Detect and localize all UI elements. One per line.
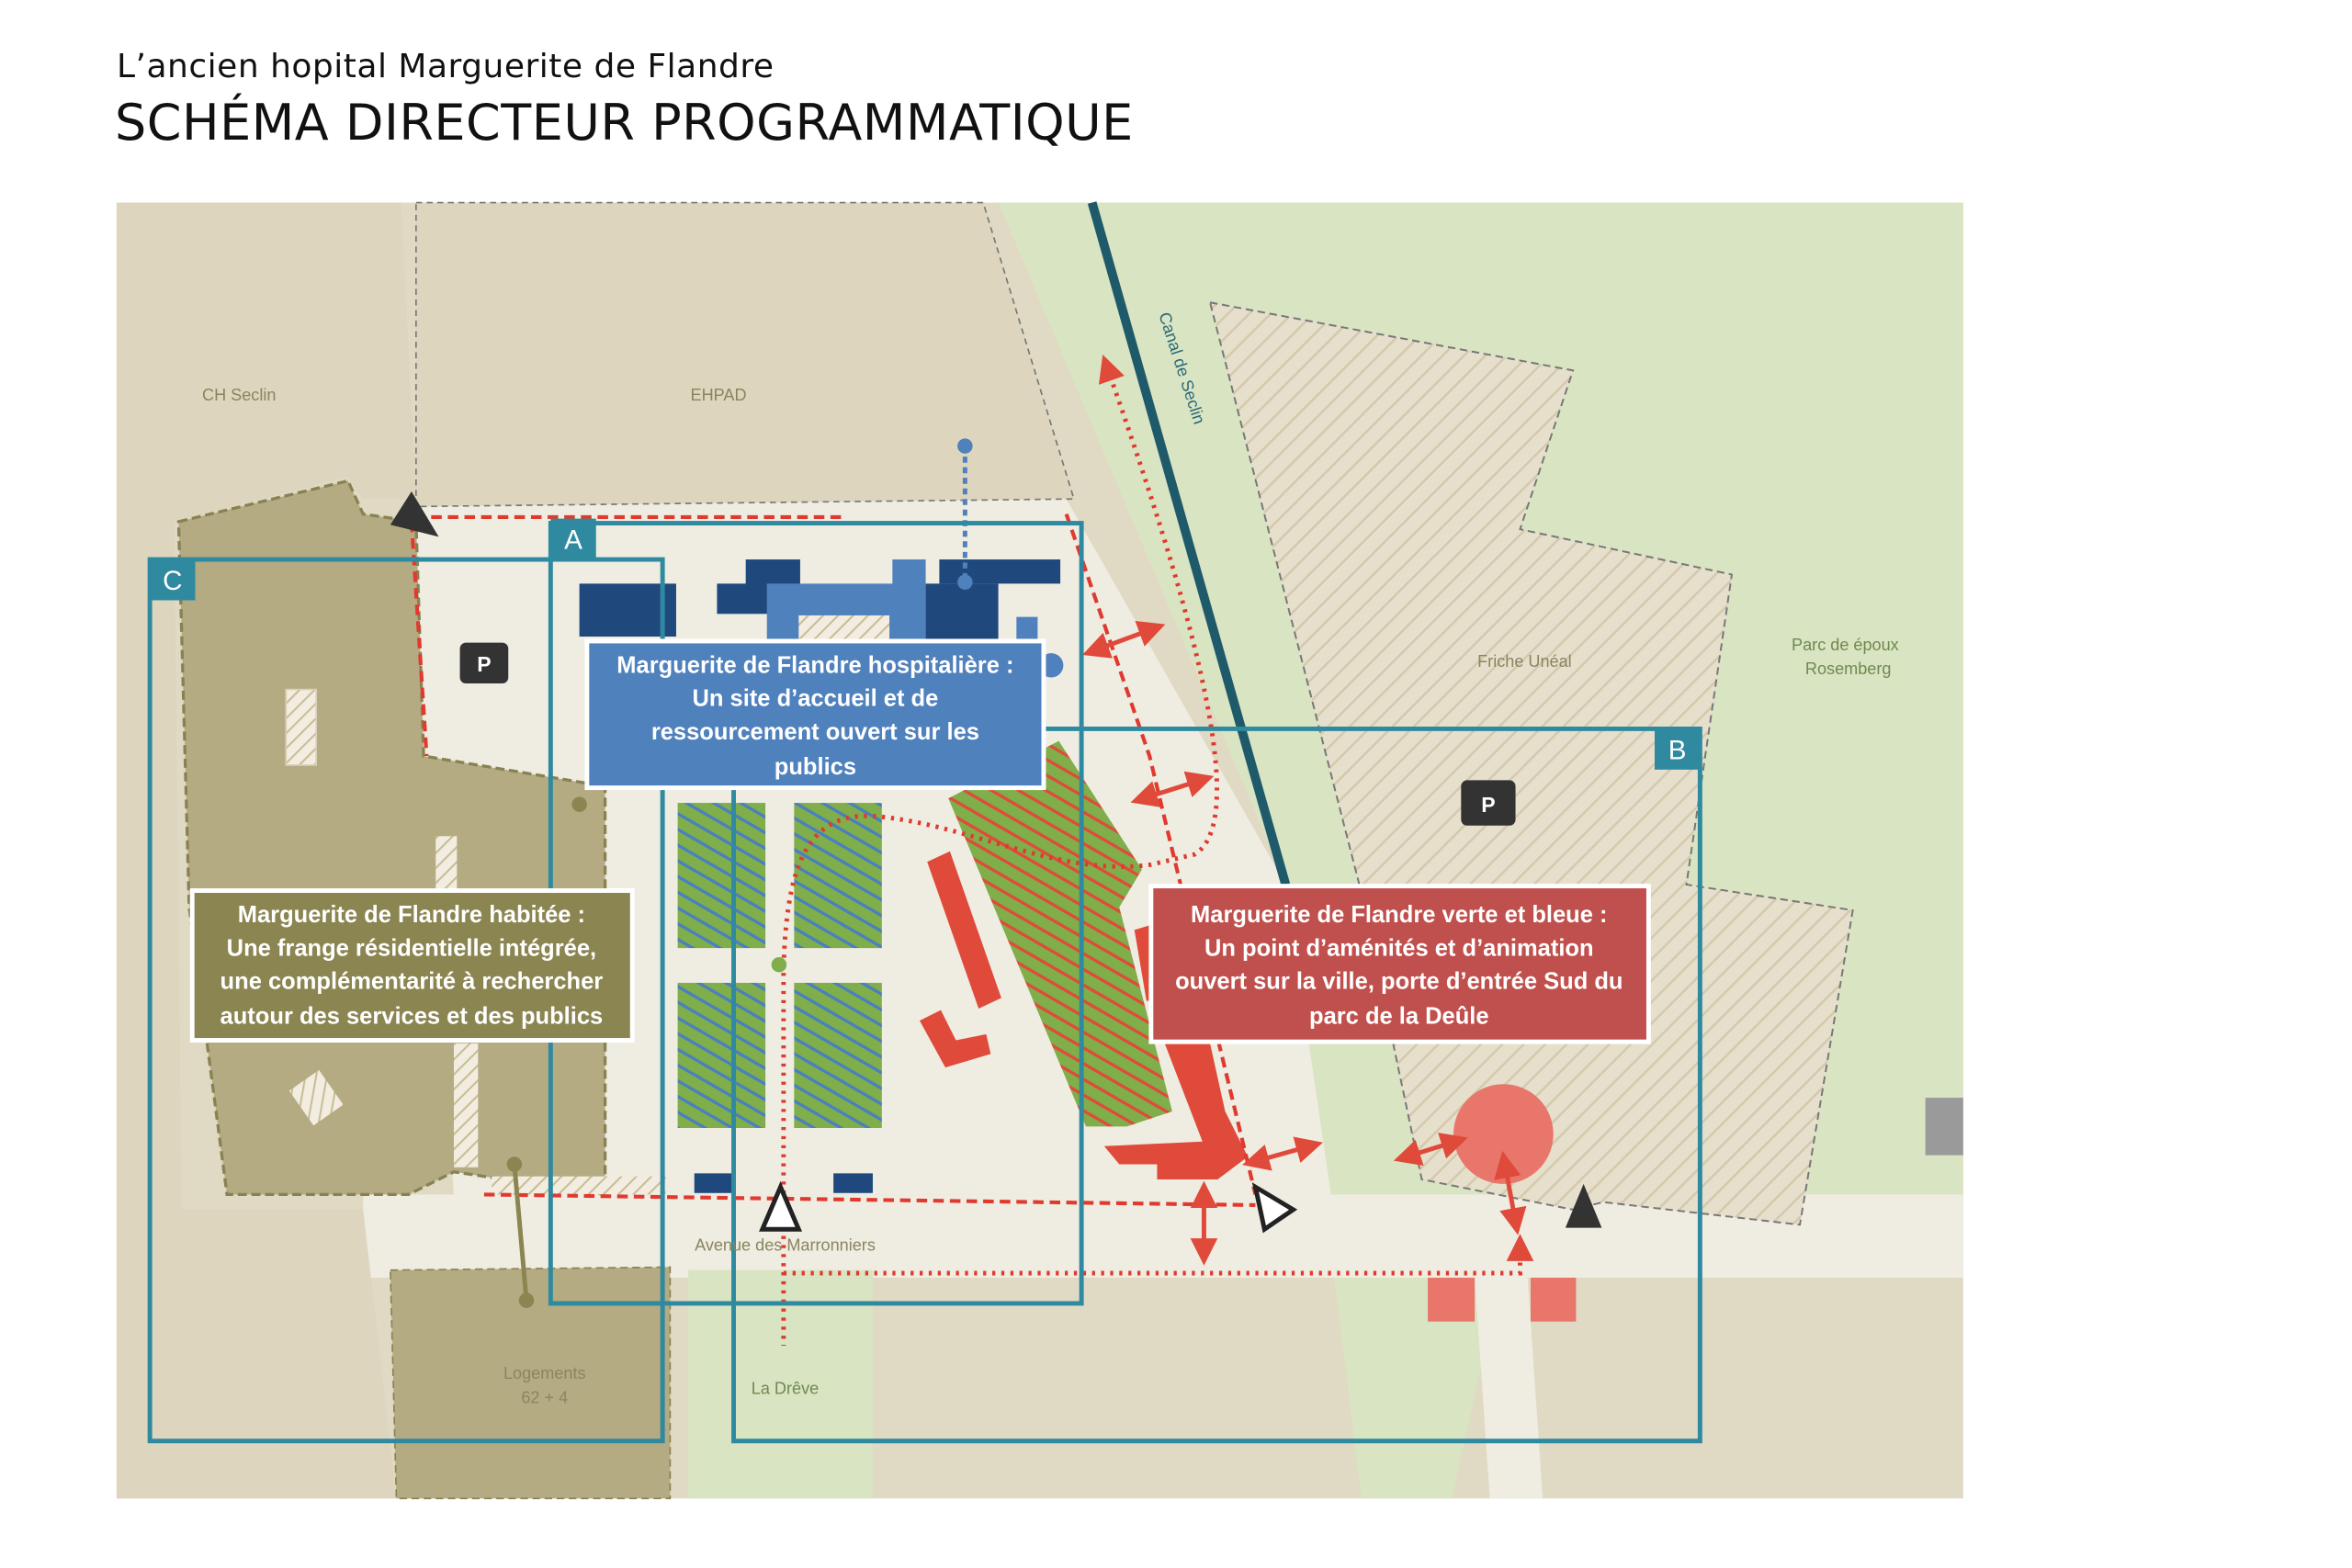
zone-c: C	[147, 557, 665, 1444]
parking-icon: P	[459, 642, 509, 684]
parking-icon: P	[1461, 780, 1516, 826]
place-label-ehpad: EHPAD	[691, 386, 747, 404]
place-label-avenue: Avenue des Marronniers	[695, 1235, 876, 1254]
svg-text:Un point d’aménités et d’anima: Un point d’aménités et d’animation	[1204, 935, 1594, 961]
south-road	[1475, 1277, 1544, 1499]
olive-dot	[571, 796, 587, 812]
svg-text:ressourcement ouvert sur les: ressourcement ouvert sur les	[651, 719, 979, 745]
place-label-logements: 62 + 4	[521, 1389, 568, 1407]
olive-link-end	[506, 1156, 523, 1172]
access-arrows	[1082, 620, 1527, 1266]
svg-text:autour des services et des pub: autour des services et des publics	[220, 1003, 604, 1029]
ehpad-area	[415, 201, 1075, 508]
svg-text:Un site d’accueil et de: Un site d’accueil et de	[692, 686, 938, 712]
svg-text:Marguerite de Flandre hospital: Marguerite de Flandre hospitalière :	[616, 653, 1013, 679]
callout-verte-bleue: Marguerite de Flandre verte et bleue : U…	[1148, 884, 1651, 1044]
dotted-promenade	[781, 367, 1521, 1347]
svg-text:Marguerite de Flandre habitée: Marguerite de Flandre habitée :	[238, 902, 585, 928]
callout-habitee: Marguerite de Flandre habitée : Une fran…	[189, 888, 635, 1043]
grey-building	[1925, 1098, 1963, 1156]
place-label-dreve: La Drêve	[752, 1380, 819, 1398]
blue-link-end	[957, 574, 973, 590]
place-label-ch-seclin: CH Seclin	[202, 386, 276, 404]
svg-text:Une frange résidentielle intég: Une frange résidentielle intégrée,	[227, 935, 596, 961]
callout-hospitaliere: Marguerite de Flandre hospitalière : Un …	[584, 638, 1046, 791]
svg-text:ouvert sur la ville, porte d’e: ouvert sur la ville, porte d’entrée Sud …	[1175, 969, 1623, 995]
svg-text:une complémentarité à recherch: une complémentarité à rechercher	[220, 969, 604, 995]
hatched-building	[453, 1043, 479, 1168]
olive-link	[512, 1164, 529, 1301]
place-label-logements: Logements	[503, 1364, 586, 1382]
map-title: SCHÉMA DIRECTEUR PROGRAMMATIQUE	[115, 94, 1134, 152]
svg-text:B: B	[1668, 735, 1687, 765]
green-dot	[771, 956, 787, 973]
hatched-building	[435, 836, 458, 889]
hatched-building	[288, 1069, 344, 1126]
svg-text:publics: publics	[775, 754, 856, 780]
svg-text:P: P	[1481, 793, 1495, 817]
gardens-green-blue	[677, 803, 882, 1128]
dreve-green	[688, 1269, 873, 1499]
pink-building	[1531, 1277, 1577, 1322]
blue-link-end	[957, 438, 973, 454]
pink-square-feature	[1453, 1084, 1554, 1184]
svg-text:Marguerite de Flandre verte et: Marguerite de Flandre verte et bleue :	[1191, 902, 1607, 928]
svg-text:A: A	[564, 525, 582, 556]
place-label-friche: Friche Unéal	[1477, 652, 1572, 671]
entrance-triangle-icon	[1251, 1182, 1298, 1234]
ch-seclin-area	[116, 202, 416, 1499]
entrance-triangle-icon	[390, 491, 439, 537]
svg-text:C: C	[163, 566, 182, 596]
entrance-triangle-icon	[1565, 1183, 1602, 1228]
pink-building	[1428, 1277, 1476, 1322]
hatched-building	[492, 1176, 666, 1195]
svg-text:P: P	[477, 652, 491, 676]
map-subtitle: L’ancien hopital Marguerite de Flandre	[117, 48, 775, 85]
hatched-building	[285, 688, 318, 766]
olive-link-end	[518, 1292, 535, 1308]
place-label-parc: Parc de époux	[1792, 636, 1899, 654]
place-label-parc: Rosemberg	[1805, 660, 1892, 678]
svg-text:parc de la Deûle: parc de la Deûle	[1309, 1003, 1489, 1029]
entrance-triangle-icon	[759, 1180, 803, 1232]
zone-b: B	[731, 726, 1702, 1444]
